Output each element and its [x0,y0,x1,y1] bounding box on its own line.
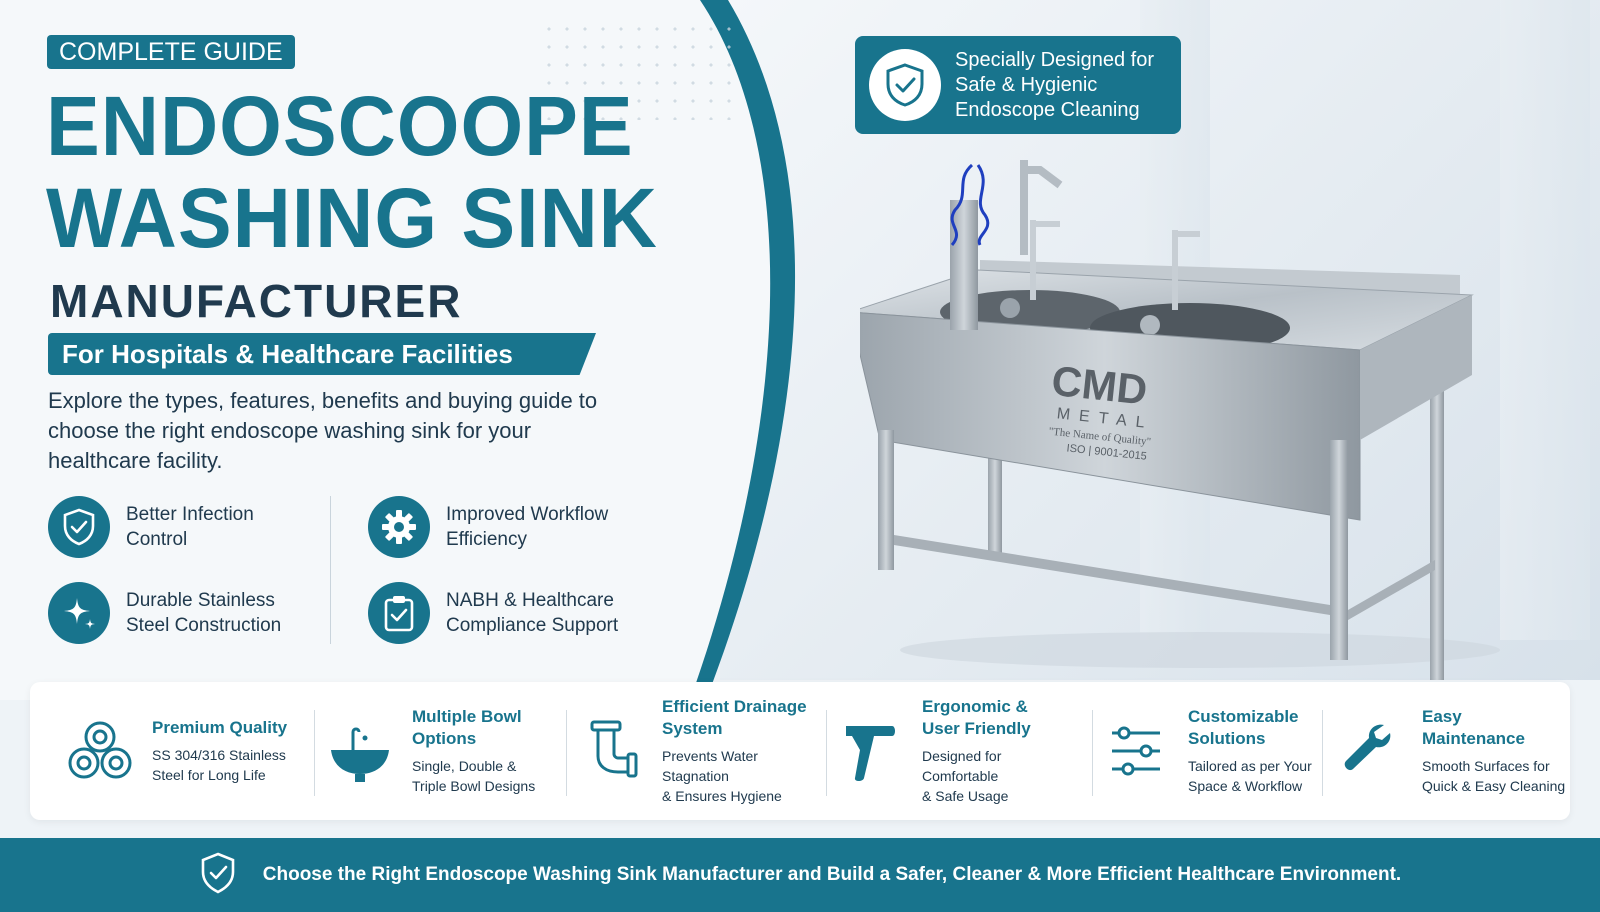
clipboard-check-icon [368,582,430,644]
intro-text: Explore the types, features, benefits an… [48,388,598,473]
background-pillar [1500,0,1590,640]
page-subtitle: MANUFACTURER [50,275,463,327]
basin-icon [320,711,400,791]
footer-banner: Choose the Right Endoscope Washing Sink … [0,838,1600,912]
feature-line: Better Infection [126,504,254,525]
benefit-divider [1092,710,1093,796]
badge-line: Safe & Hygienic [955,73,1098,96]
feature-line: Steel Construction [126,615,282,636]
feature-line: NABH & Healthcare [446,590,614,611]
drain-pipe-icon [570,711,650,791]
benefit-title: Customizable [1188,707,1299,726]
benefit-desc: Triple Bowl Designs [412,778,536,794]
benefit-desc: & Ensures Hygiene [662,788,782,804]
benefit-divider [1322,710,1323,796]
shield-check-icon [48,496,110,558]
benefit-desc: Prevents Water Stagnation [662,748,758,784]
feature-line: Durable Stainless [126,590,275,611]
benefit-title: Solutions [1188,729,1266,748]
complete-guide-tag: COMPLETE GUIDE [47,35,295,69]
decorative-dots [540,20,740,120]
product-brand-logo: CMD [1049,357,1149,414]
benefit-title: System [662,719,723,738]
badge-line: Specially Designed for [955,48,1154,71]
shield-check-icon [869,49,941,121]
audience-ribbon: For Hospitals & Healthcare Facilities [48,333,596,375]
sliders-icon [1096,711,1176,791]
benefit-desc: Space & Workflow [1188,778,1303,794]
badge-line: Endoscope Cleaning [955,98,1140,121]
page-title-line1: ENDOSCOOPE [46,79,634,173]
wrench-icon [1330,711,1410,791]
benefit-desc: & Safe Usage [922,788,1009,804]
feature-divider [330,496,331,644]
benefit-ergonomic: Ergonomic & User Friendly Designed for Co… [830,682,1080,820]
feature-line: Compliance Support [446,615,619,636]
sparkle-icon [48,582,110,644]
footer-text: Choose the Right Endoscope Washing Sink … [262,864,1402,885]
benefit-title: Efficient Drainage [662,697,807,716]
feature-line: Improved Workflow [446,504,609,525]
page-title-line2: WASHING SINK [46,171,658,265]
feature-line: Control [126,529,188,550]
benefit-title: Easy Maintenance [1422,707,1525,748]
steel-pipes-icon [60,711,140,791]
feature-line: Efficiency [446,529,527,550]
washing-sink-product-image: CMD METAL "The Name of Quality" ISO | 90… [860,160,1500,680]
shield-check-icon [199,851,237,899]
benefit-desc: Single, Double & [412,758,517,774]
benefit-title: Multiple Bowl [412,707,522,726]
benefit-divider [566,710,567,796]
benefit-desc: Smooth Surfaces for [1422,758,1550,774]
benefit-divider [314,710,315,796]
benefit-desc: SS 304/316 Stainless [152,747,286,763]
gear-icon [368,496,430,558]
spray-gun-icon [830,711,910,791]
design-badge: Specially Designed for Safe & Hygienic E… [855,36,1181,134]
benefit-title: Ergonomic & [922,697,1028,716]
benefit-divider [826,710,827,796]
benefit-desc: Quick & Easy Cleaning [1422,778,1566,794]
benefit-title: User Friendly [922,719,1031,738]
benefit-desc: Steel for Long Life [152,767,266,783]
benefit-title: Options [412,729,477,748]
benefit-title: Premium Quality [152,718,288,737]
benefit-desc: Designed for Comfortable [922,748,1002,784]
benefit-desc: Tailored as per Your [1188,758,1312,774]
